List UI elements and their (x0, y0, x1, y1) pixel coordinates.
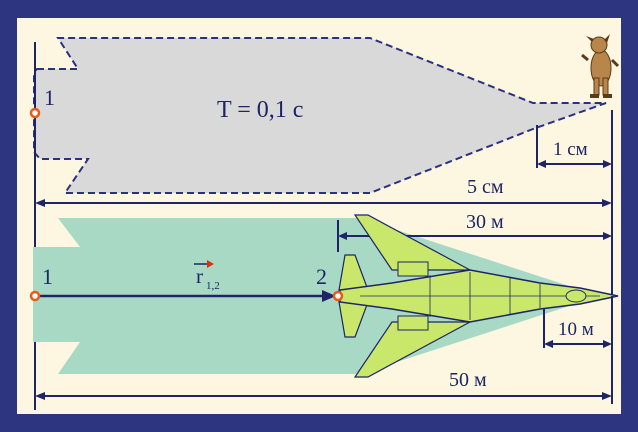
vector-label: r (196, 264, 203, 288)
length-label: 5 см (467, 176, 504, 198)
point-1-marker (29, 107, 41, 119)
length-arrowhead-left (35, 199, 45, 207)
time-label: T = 0,1 с (217, 97, 303, 123)
start-point-label: 1 (42, 264, 53, 289)
dog-character-icon (581, 34, 620, 98)
length-arrowhead-right (602, 199, 612, 207)
vector-overline-head (207, 260, 214, 268)
start-point-marker (29, 290, 41, 302)
top-scene: 1 T = 0,1 с 1 см 5 см (29, 34, 620, 410)
bottom-scene: 30 м r 1,2 (29, 211, 619, 404)
length-label: 50 м (449, 369, 487, 391)
length-arrowhead-right (602, 392, 612, 400)
wingspan-arrowhead-left (338, 232, 347, 240)
small-scale-arrowhead-left (544, 340, 553, 348)
end-point-label: 2 (316, 264, 327, 289)
vector-subscript: 1,2 (206, 280, 220, 292)
small-scale-label: 1 см (553, 139, 588, 160)
jet-aircraft-icon (337, 214, 619, 378)
small-scale-arrowhead-right (603, 340, 612, 348)
length-arrowhead-left (35, 392, 45, 400)
wingspan-label: 30 м (466, 211, 504, 233)
displacement-vector-head (322, 290, 336, 302)
end-point-marker (332, 290, 344, 302)
small-scale-label: 10 м (558, 319, 594, 340)
small-scale-arrowhead-right (603, 160, 612, 168)
point-1-label: 1 (44, 85, 55, 110)
small-scale-arrowhead-left (537, 160, 546, 168)
wingspan-arrowhead-right (603, 232, 612, 240)
